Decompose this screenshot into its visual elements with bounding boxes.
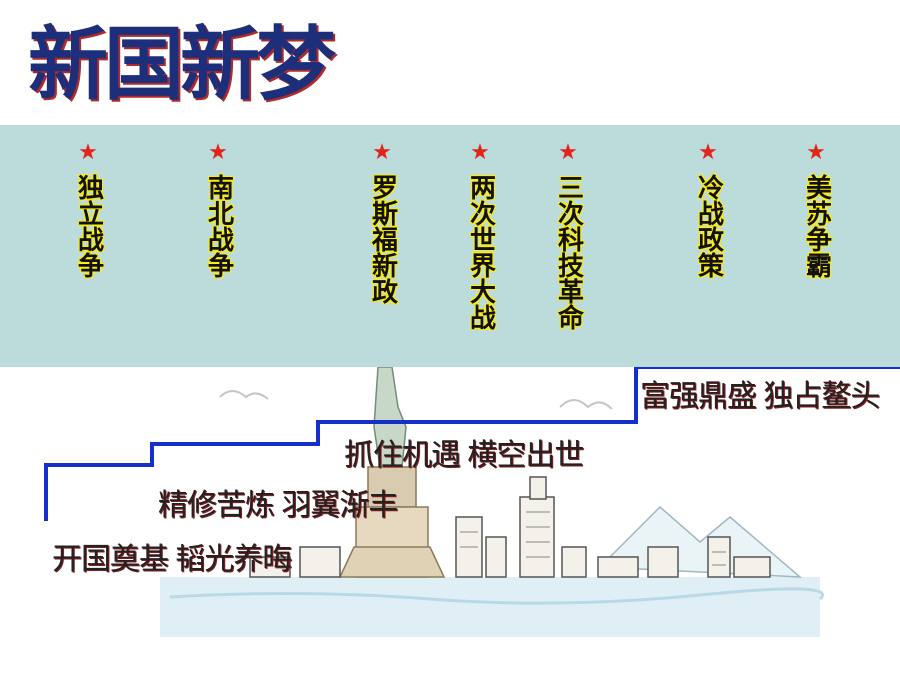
- event-label: 三次科技革命: [553, 174, 584, 330]
- statue-of-liberty-illustration: [338, 367, 446, 578]
- page-title: 新国新梦: [28, 17, 336, 111]
- event-cold-war-policy: ★ 冷战政策: [688, 140, 728, 278]
- event-label: 罗斯福新政: [367, 174, 398, 304]
- event-new-deal: ★ 罗斯福新政: [362, 140, 402, 304]
- event-label: 冷战政策: [693, 174, 724, 278]
- star-icon: ★: [208, 140, 228, 165]
- event-label: 独立战争: [73, 174, 104, 278]
- star-icon: ★: [806, 140, 826, 165]
- event-tech-revolutions: ★ 三次科技革命: [548, 140, 588, 330]
- stage-1-founding: 开国奠基 韬光养晦: [52, 543, 292, 576]
- event-label: 两次世界大战: [465, 174, 496, 330]
- stage-4-dominance: 富强鼎盛 独占鳌头: [640, 380, 880, 413]
- event-independence-war: ★ 独立战争: [68, 140, 108, 278]
- event-world-wars: ★ 两次世界大战: [460, 140, 500, 330]
- star-icon: ★: [372, 140, 392, 165]
- star-icon: ★: [698, 140, 718, 165]
- event-us-ussr-rivalry: ★ 美苏争霸: [796, 140, 836, 278]
- star-icon: ★: [558, 140, 578, 165]
- stage-3-rising: 抓住机遇 横空出世: [344, 439, 584, 472]
- stage-2-growing: 精修苦炼 羽翼渐丰: [158, 489, 398, 522]
- event-civil-war: ★ 南北战争: [198, 140, 238, 278]
- events-band: [0, 125, 900, 367]
- star-icon: ★: [470, 140, 490, 165]
- event-label: 南北战争: [203, 174, 234, 278]
- star-icon: ★: [78, 140, 98, 165]
- event-label: 美苏争霸: [801, 174, 832, 278]
- stair-line: [44, 367, 900, 521]
- city-skyline-illustration: [44, 367, 900, 637]
